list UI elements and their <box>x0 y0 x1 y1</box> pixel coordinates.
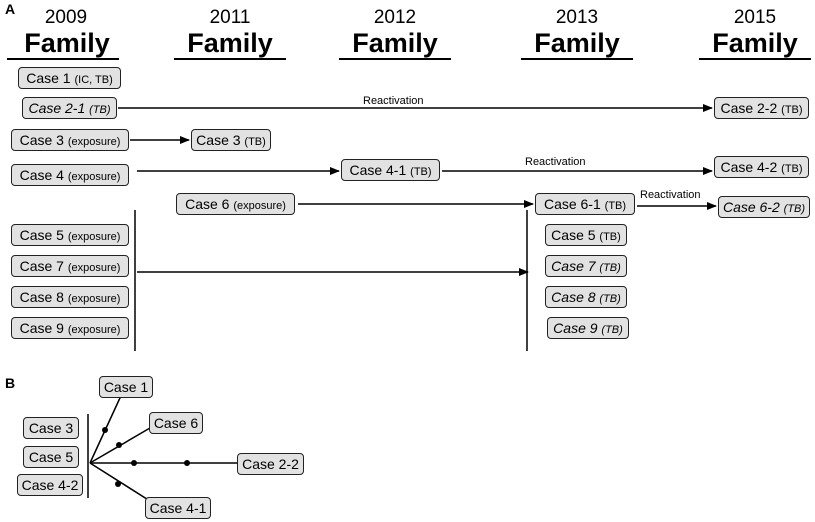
year-2011: 2011 <box>209 7 251 28</box>
year-2013: 2013 <box>555 7 599 28</box>
family-heading-2015: Family <box>712 28 798 58</box>
reactivation-label: Reactivation <box>640 189 701 201</box>
case-name: Case 4-1 <box>349 162 407 178</box>
tree-node-case-5: Case 5 <box>23 446 79 468</box>
case-box-case-4-1: Case 4-1 (TB) <box>341 159 440 181</box>
mutation-dot <box>131 460 137 466</box>
reactivation-label: Reactivation <box>525 156 586 168</box>
tree-node-case-6: Case 6 <box>149 412 203 434</box>
year-2012: 2012 <box>373 7 417 28</box>
case-box-case-2-2: Case 2-2 (TB) <box>714 97 809 119</box>
mutation-dot <box>115 481 121 487</box>
case-tag: (exposure) <box>67 293 121 305</box>
case-name: Case 4 <box>19 167 64 183</box>
case-tag: (TB) <box>599 293 621 305</box>
case-tag: (exposure) <box>67 136 121 148</box>
case-box-case-2-1: Case 2-1 (TB) <box>22 97 117 119</box>
case-name: Case 3 <box>19 132 64 148</box>
case-tag: (TB) <box>410 166 432 178</box>
heading-underline <box>7 58 119 60</box>
family-heading-2011: Family <box>187 28 273 58</box>
year-2009: 2009 <box>44 7 88 28</box>
case-tag: (TB) <box>244 136 266 148</box>
case-name: Case 9 <box>553 320 598 336</box>
case-name: Case 7 <box>19 258 64 274</box>
panel-b-label: B <box>5 375 16 391</box>
mutation-dot <box>116 442 122 448</box>
case-name: Case 4-2 <box>720 159 778 175</box>
case-name: Case 7 <box>551 258 596 274</box>
family-heading-2013: Family <box>534 28 620 58</box>
case-tag: (TB) <box>781 104 803 116</box>
case-tag: (exposure) <box>67 324 121 336</box>
case-box-case-7-exposure: Case 7 (exposure) <box>11 255 129 277</box>
case-box-case-7-tb: Case 7 (TB) <box>545 255 627 277</box>
case-tag: (exposure) <box>67 171 121 183</box>
tree-node-case-4-2: Case 4-2 <box>17 474 83 496</box>
case-tag: (TB) <box>89 104 111 116</box>
case-tag: (TB) <box>599 231 621 243</box>
case-tag: (exposure) <box>233 200 286 212</box>
case-tag: (TB) <box>599 262 621 274</box>
case-name: Case 6 <box>185 196 230 212</box>
case-box-case-8-tb: Case 8 (TB) <box>545 286 627 308</box>
case-name: Case 6-2 <box>722 199 780 215</box>
case-box-case-6-1: Case 6-1 (TB) <box>535 193 635 215</box>
case-name: Case 8 <box>19 289 64 305</box>
case-name: Case 9 <box>19 320 64 336</box>
case-tag: (TB) <box>601 324 623 336</box>
case-tag: (IC, TB) <box>74 74 113 86</box>
case-box-case-5-tb: Case 5 (TB) <box>545 224 627 246</box>
case-box-case-1: Case 1 (IC, TB) <box>18 67 121 89</box>
case-box-case-4-exposure: Case 4 (exposure) <box>11 164 129 186</box>
panel-a-label: A <box>5 1 16 17</box>
tree-node-case-3: Case 3 <box>23 417 79 439</box>
heading-underline <box>521 58 633 60</box>
tree-node-case-4-1: Case 4-1 <box>145 497 211 519</box>
case-name: Case 5 <box>551 227 596 243</box>
tree-node-case-1: Case 1 <box>99 376 153 398</box>
heading-underline <box>339 58 451 60</box>
case-box-case-4-2: Case 4-2 (TB) <box>714 156 809 178</box>
mutation-dot <box>184 460 190 466</box>
case-tag: (TB) <box>604 200 627 212</box>
case-tag: (TB) <box>783 203 806 215</box>
tree-node-case-2-2: Case 2-2 <box>237 453 304 475</box>
case-tag: (exposure) <box>67 231 121 243</box>
case-box-case-9-exposure: Case 9 (exposure) <box>11 317 129 339</box>
tree-branch-case1 <box>89 386 126 464</box>
case-box-case-9-tb: Case 9 (TB) <box>547 317 629 339</box>
heading-underline <box>174 58 286 60</box>
case-name: Case 2-1 <box>28 100 86 116</box>
case-box-case-8-exposure: Case 8 (exposure) <box>11 286 129 308</box>
case-box-case-3-tb: Case 3 (TB) <box>191 129 271 151</box>
case-tag: (exposure) <box>67 262 121 274</box>
heading-underline <box>699 58 811 60</box>
reactivation-label: Reactivation <box>363 95 424 107</box>
case-name: Case 1 <box>26 70 71 86</box>
year-2015: 2015 <box>733 7 777 28</box>
case-box-case-3-exposure: Case 3 (exposure) <box>11 129 129 151</box>
case-name: Case 8 <box>551 289 596 305</box>
case-name: Case 6-1 <box>543 196 601 212</box>
case-box-case-5-exposure: Case 5 (exposure) <box>11 224 129 246</box>
mutation-dot <box>102 427 108 433</box>
case-name: Case 2-2 <box>720 100 778 116</box>
case-name: Case 3 <box>196 132 241 148</box>
case-tag: (TB) <box>781 163 803 175</box>
case-box-case-6-exposure: Case 6 (exposure) <box>176 193 295 215</box>
family-heading-2009: Family <box>24 28 110 58</box>
case-name: Case 5 <box>19 227 64 243</box>
family-heading-2012: Family <box>352 28 438 58</box>
case-box-case-6-2: Case 6-2 (TB) <box>718 196 810 218</box>
